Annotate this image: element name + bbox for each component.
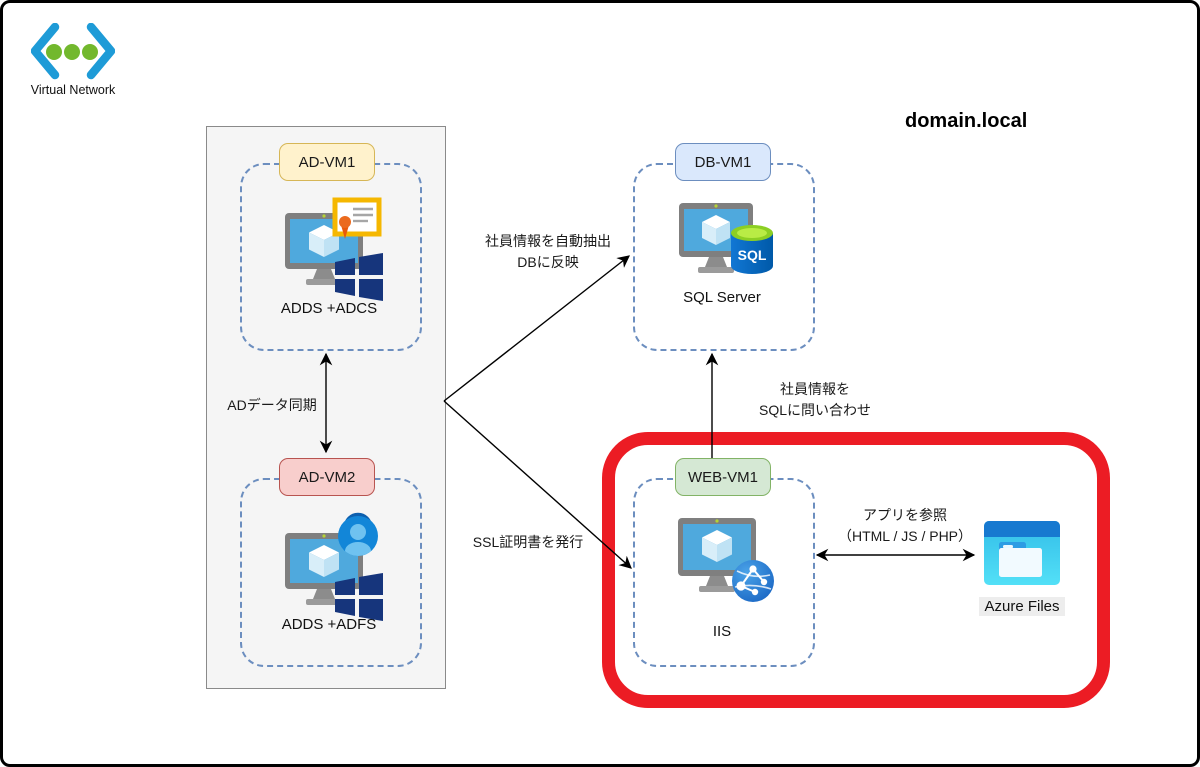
query-sql-label-line2: SQLに問い合わせ [758, 402, 871, 418]
sql-badge-text: SQL [738, 247, 767, 263]
ad-vm1-title-pill: AD-VM1 [279, 143, 375, 181]
vm-monitor-icon [678, 518, 756, 592]
web-vm1-title: WEB-VM1 [687, 468, 758, 486]
virtual-network-label: Virtual Network [30, 83, 116, 97]
windows-logo-icon [335, 573, 383, 621]
certificate-icon [332, 197, 382, 239]
iis-globe-icon [732, 560, 774, 602]
extract-to-db-label: 社員情報を自動抽出 DBに反映 [455, 231, 641, 273]
extract-to-db-arrow [443, 255, 630, 402]
query-sql-label-line1: 社員情報を [780, 381, 850, 397]
ad-vm1-caption: ADDS +ADCS [280, 300, 378, 317]
ad-vm1-title: AD-VM1 [298, 153, 356, 171]
web-vm1-title-pill: WEB-VM1 [675, 458, 771, 496]
db-vm1-title: DB-VM1 [694, 153, 752, 171]
ad-vm2-title: AD-VM2 [298, 468, 356, 486]
app-reference-label: アプリを参照 （HTML / JS / PHP） [821, 505, 989, 547]
issue-ssl-label: SSL証明書を発行 [472, 534, 584, 550]
ad-vm2-caption: ADDS +ADFS [281, 616, 377, 633]
extract-to-db-label-line1: 社員情報を自動抽出 [485, 233, 611, 249]
web-vm1-server-icon [678, 518, 774, 602]
db-vm1-server-icon: SQL [679, 203, 773, 274]
ad-vm2-title-pill: AD-VM2 [279, 458, 375, 496]
windows-logo-icon [335, 253, 383, 301]
app-reference-label-line1: アプリを参照 [863, 507, 947, 523]
db-vm1-caption: SQL Server [683, 289, 761, 306]
db-vm1-title-pill: DB-VM1 [675, 143, 771, 181]
query-sql-label: 社員情報を SQLに問い合わせ [731, 379, 899, 421]
ad-vm1-server-icon [285, 197, 383, 301]
extract-to-db-label-line2: DBに反映 [517, 254, 579, 270]
azure-files-icon [984, 521, 1060, 585]
ad-vm2-server-icon [285, 512, 383, 621]
ad-sync-label: ADデータ同期 [227, 397, 317, 413]
azure-files-label: Azure Files [979, 597, 1065, 616]
virtual-network-icon [31, 23, 115, 80]
web-vm1-caption: IIS [712, 623, 732, 640]
domain-title: domain.local [905, 110, 1028, 132]
sql-database-icon: SQL [731, 225, 773, 274]
app-reference-label-line2: （HTML / JS / PHP） [837, 528, 973, 544]
vm-monitor-icon [285, 533, 363, 605]
